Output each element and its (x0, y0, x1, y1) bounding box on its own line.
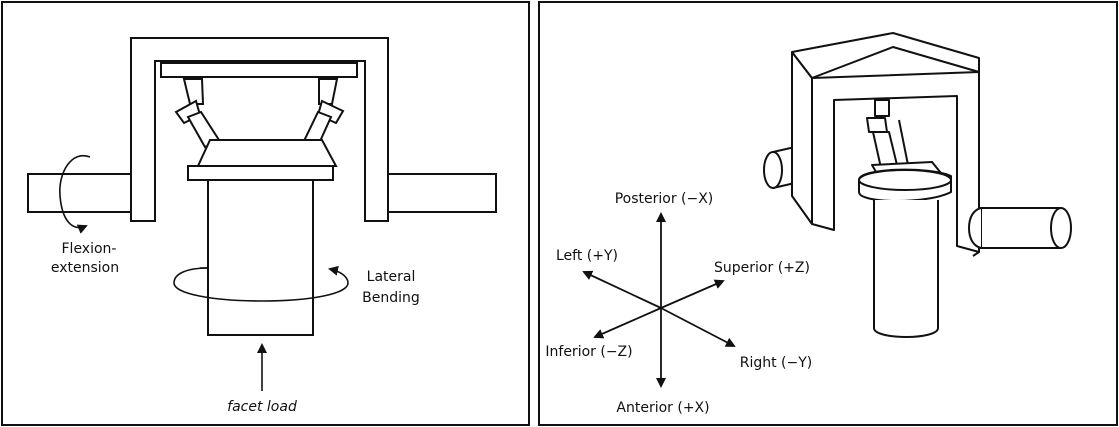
second-actuator-rod (898, 119, 910, 171)
right-shaft-body (980, 207, 1062, 249)
bending-label: Bending (362, 290, 420, 306)
top-plate (160, 62, 358, 78)
facet-load-label: facet load (227, 399, 297, 415)
isometric-view-diagram: Posterior (−X) Anterior (+X) Left (+Y) R… (538, 1, 1118, 426)
posterior-label: Posterior (−X) (615, 191, 714, 207)
inner-actuator-joint (866, 117, 888, 133)
extension-label: extension (51, 260, 119, 276)
flexion-label: Flexion- (62, 241, 117, 257)
isometric-fixture (763, 32, 1072, 338)
coordinate-axes (582, 212, 736, 388)
superior-label: Superior (+Z) (714, 260, 810, 276)
specimen-column (207, 179, 314, 336)
flexion-extension-arrow (59, 154, 91, 234)
front-view-panel: Flexion- extension Lateral Bending facet… (0, 0, 531, 427)
right-shaft (387, 173, 497, 213)
left-axis-arrow (582, 270, 662, 309)
u-frame (130, 37, 389, 222)
anterior-label: Anterior (+X) (616, 400, 709, 416)
right-label: Right (−Y) (740, 355, 813, 371)
right-axis-arrow (660, 307, 736, 347)
left-shaft (27, 173, 132, 213)
inferior-label: Inferior (−Z) (545, 344, 632, 360)
lateral-bending-arrow (173, 265, 349, 302)
inferior-axis-arrow (593, 307, 662, 339)
iso-specimen-column (873, 200, 939, 338)
load-platform (196, 139, 338, 167)
inner-actuator-top (874, 99, 890, 117)
specimen-cup (187, 165, 334, 181)
lateral-label: Lateral (367, 269, 416, 285)
front-view-diagram: Flexion- extension Lateral Bending facet… (1, 1, 530, 426)
isometric-view-panel: Posterior (−X) Anterior (+X) Left (+Y) R… (537, 0, 1119, 427)
left-label: Left (+Y) (556, 248, 618, 264)
superior-axis-arrow (660, 279, 725, 309)
right-shaft-end (1050, 207, 1072, 249)
frame-left-leg (791, 51, 813, 225)
